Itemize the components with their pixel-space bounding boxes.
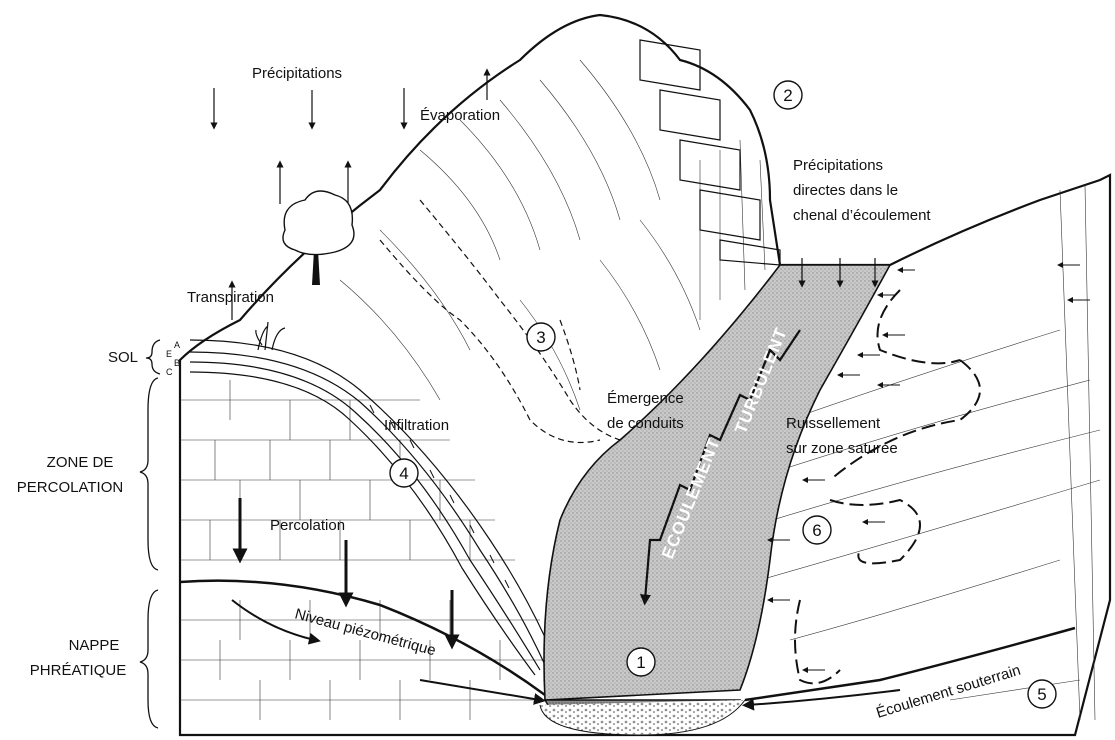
label-precip-direct-1: Précipitations — [793, 157, 883, 174]
label-precip-direct-3: chenal d’écoulement — [793, 207, 931, 224]
label-emergence-2: de conduits — [607, 415, 684, 432]
label-emergence-1: Émergence — [607, 390, 684, 407]
label-transpiration: Transpiration — [187, 289, 274, 306]
label-horizon-e: E — [166, 349, 172, 359]
marker-1: 1 — [627, 648, 655, 676]
label-horizon-c: C — [166, 367, 173, 377]
label-infiltration: Infiltration — [384, 417, 449, 434]
label-ruissellement-1: Ruissellement — [786, 415, 881, 432]
label-sol: SOL — [108, 349, 138, 366]
marker-6: 6 — [803, 516, 831, 544]
tree-icon — [283, 191, 354, 285]
label-evaporation: Évaporation — [420, 107, 500, 124]
labels: Précipitations Évaporation Transpiration… — [17, 65, 1023, 722]
svg-text:5: 5 — [1037, 685, 1046, 704]
label-niveau-piezometrique: Niveau piézométrique — [293, 605, 438, 659]
limestone-blocks-left — [180, 380, 545, 720]
svg-text:4: 4 — [399, 464, 408, 483]
marker-3: 3 — [527, 323, 555, 351]
label-nappe-2: PHRÉATIQUE — [30, 662, 126, 679]
label-nappe-1: NAPPE — [69, 637, 120, 654]
svg-text:1: 1 — [636, 653, 645, 672]
braces — [140, 340, 160, 728]
svg-text:2: 2 — [783, 86, 792, 105]
label-horizon-a: A — [174, 340, 180, 350]
label-zone-percolation-2: PERCOLATION — [17, 479, 123, 496]
label-precipitations: Précipitations — [252, 65, 342, 82]
ravine-dashes — [380, 200, 620, 443]
label-ruissellement-2: sur zone saturée — [786, 440, 898, 457]
label-precip-direct-2: directes dans le — [793, 182, 898, 199]
marker-4: 4 — [390, 459, 418, 487]
label-zone-percolation-1: ZONE DE — [47, 454, 114, 471]
label-percolation: Percolation — [270, 517, 345, 534]
svg-text:6: 6 — [812, 521, 821, 540]
svg-text:3: 3 — [536, 328, 545, 347]
marker-5: 5 — [1028, 680, 1056, 708]
marker-2: 2 — [774, 81, 802, 109]
label-ecoulement-souterrain: Écoulement souterrain — [874, 662, 1023, 722]
label-horizon-b: B — [174, 358, 180, 368]
stream-channel: ECOULEMENT TURBULENT — [540, 265, 890, 735]
